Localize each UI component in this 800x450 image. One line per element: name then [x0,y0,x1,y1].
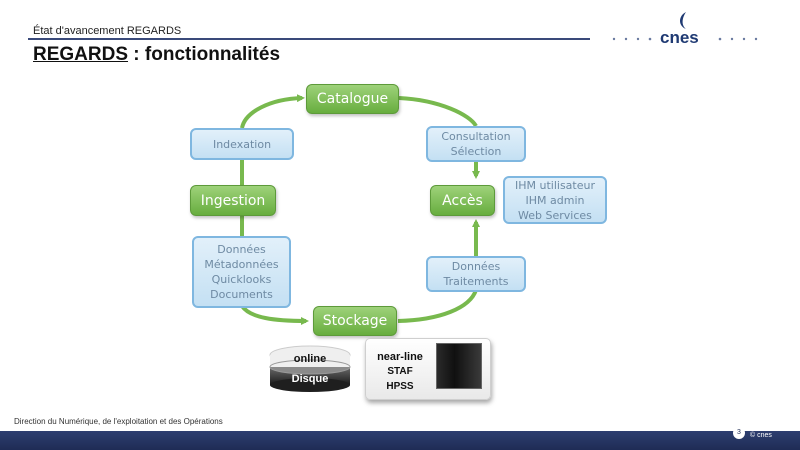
cnes-logo [612,12,758,41]
indexation-box: Indexation [190,128,294,160]
page-number: 3 [733,427,745,439]
stockage-node: Stockage [313,306,397,336]
page-title: REGARDS : fonctionnalités [33,44,280,66]
nearline-label: near-line [377,351,423,363]
cnes-swoosh-icon [680,12,686,29]
staf-label: STAF [387,366,413,377]
presentation-subtitle: État d'avancement REGARDS [33,25,182,37]
arrow-catalogue-consultation [398,96,478,128]
footer-text: Direction du Numérique, de l'exploitatio… [14,417,223,426]
footer-bar [0,431,800,450]
page-title-rest: : fonctionnalités [128,44,281,65]
acces-node: Accès [430,185,495,216]
footer-logo: © cnes [750,432,772,439]
consultation-selection-box: Consultation Sélection [426,126,526,162]
hpss-label: HPSS [386,381,414,392]
arrow-indexation-catalogue [240,94,305,129]
page-title-product: REGARDS [33,44,129,65]
disk-icon [269,345,351,392]
catalogue-node: Catalogue [306,84,399,114]
online-label: online [293,353,327,365]
arrow-donnees-stockage [240,304,309,325]
ihm-webservices-box: IHM utilisateur IHM admin Web Services [503,176,607,224]
arrow-stockage-traitements [397,289,478,323]
disque-label: Disque [291,373,329,385]
cnes-logo-text: cnes [660,28,699,47]
donnees-traitements-box: Données Traitements [426,256,526,292]
donnees-metadonnees-box: Données Métadonnées Quicklooks Documents [192,236,291,308]
header-rule [28,38,590,40]
server-rack-icon [436,343,482,389]
ingestion-node: Ingestion [190,185,276,216]
